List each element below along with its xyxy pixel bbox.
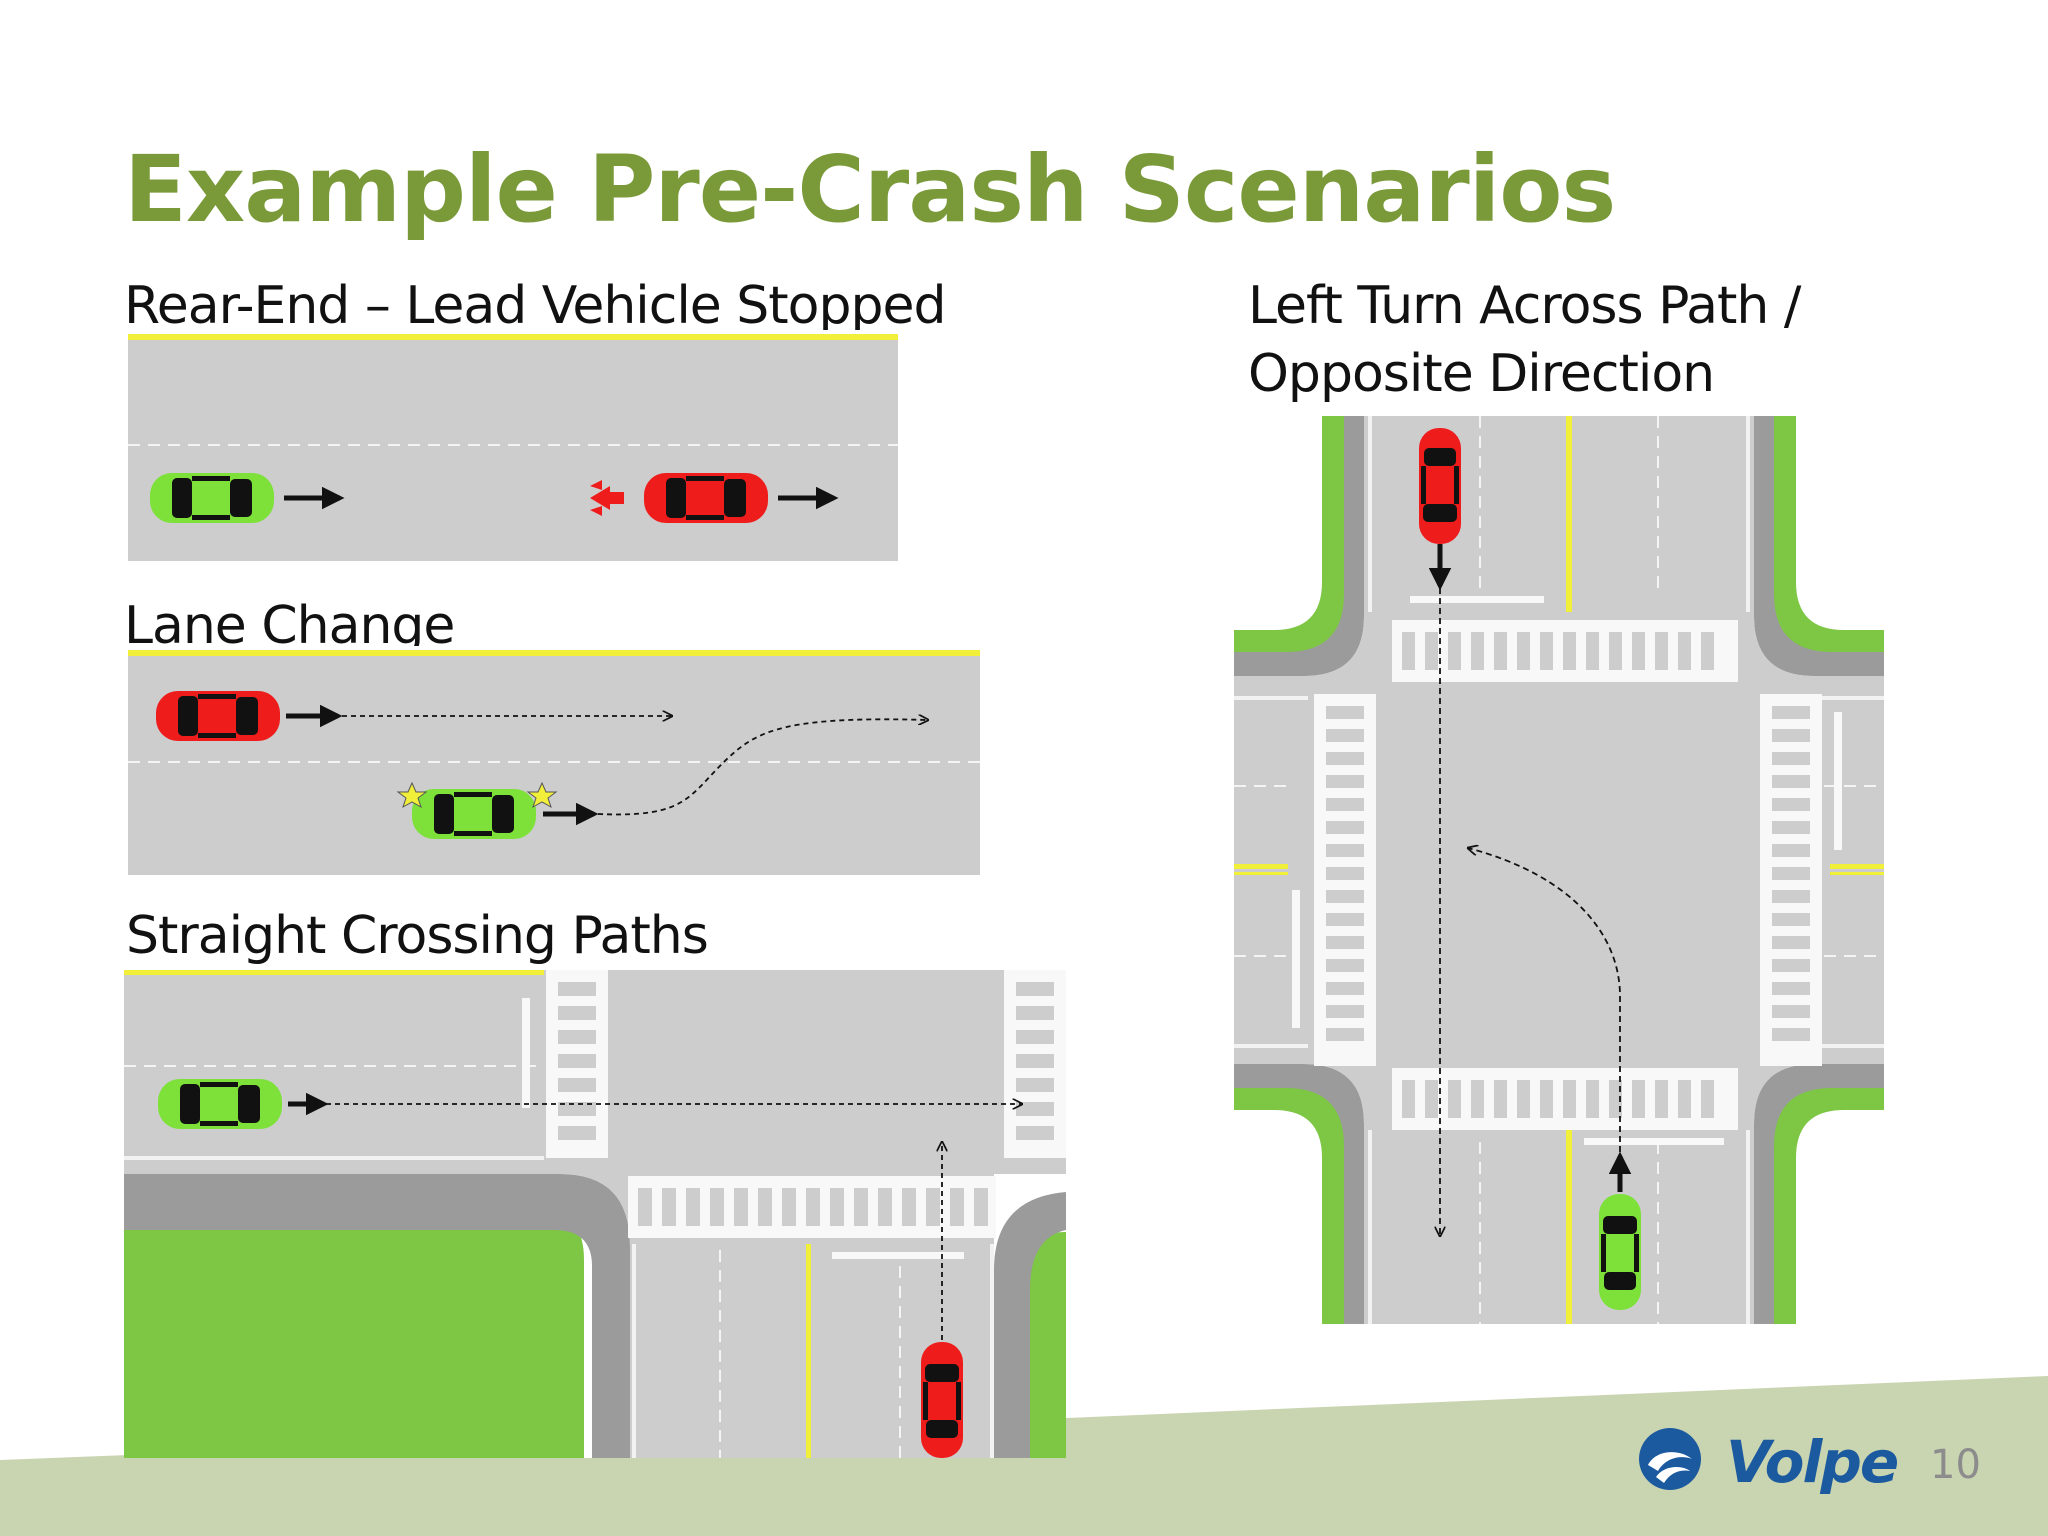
subject-vehicle xyxy=(150,473,274,523)
straight-crossing-diagram xyxy=(124,970,1066,1458)
left-turn-label-line1: Left Turn Across Path / xyxy=(1248,276,1801,336)
crosswalk-south xyxy=(1392,1068,1738,1130)
volpe-logo-icon xyxy=(1639,1428,1701,1490)
oncoming-vehicle xyxy=(1419,428,1461,544)
left-turn-label-line2: Opposite Direction xyxy=(1248,344,1715,404)
brake-lights-icon xyxy=(590,480,624,516)
turning-vehicle xyxy=(1599,1194,1641,1310)
straight-crossing-label: Straight Crossing Paths xyxy=(126,906,709,966)
crosswalk-east xyxy=(1760,694,1822,1066)
crosswalk-west xyxy=(1314,694,1376,1066)
left-turn-path-dashed xyxy=(1468,848,1621,1152)
crosswalk-north xyxy=(1392,620,1738,682)
left-turn-diagram xyxy=(1234,416,1884,1324)
subject-vehicle xyxy=(412,789,536,839)
corner-northeast xyxy=(1754,416,1884,676)
page-number: 10 xyxy=(1930,1442,1981,1488)
turn-signal-icon xyxy=(396,781,558,809)
corner-northwest xyxy=(1234,416,1364,676)
lead-vehicle xyxy=(156,691,280,741)
crosswalk-south xyxy=(628,1176,996,1238)
lead-vehicle xyxy=(644,473,768,523)
corner-southwest xyxy=(1234,1064,1364,1324)
subject-vehicle xyxy=(158,1079,282,1129)
volpe-logo-text: Volpe xyxy=(1726,1428,1899,1496)
slide-title: Example Pre-Crash Scenarios xyxy=(124,136,1616,243)
rear-end-diagram xyxy=(128,330,900,564)
rear-end-label: Rear-End – Lead Vehicle Stopped xyxy=(124,276,947,336)
subject-lane-change-path xyxy=(597,719,928,816)
crosswalk-west xyxy=(546,970,608,1158)
crosswalk-east xyxy=(1004,970,1066,1158)
corner-southeast xyxy=(1754,1064,1884,1324)
lane-change-diagram xyxy=(128,646,982,878)
crossing-vehicle xyxy=(921,1342,963,1458)
